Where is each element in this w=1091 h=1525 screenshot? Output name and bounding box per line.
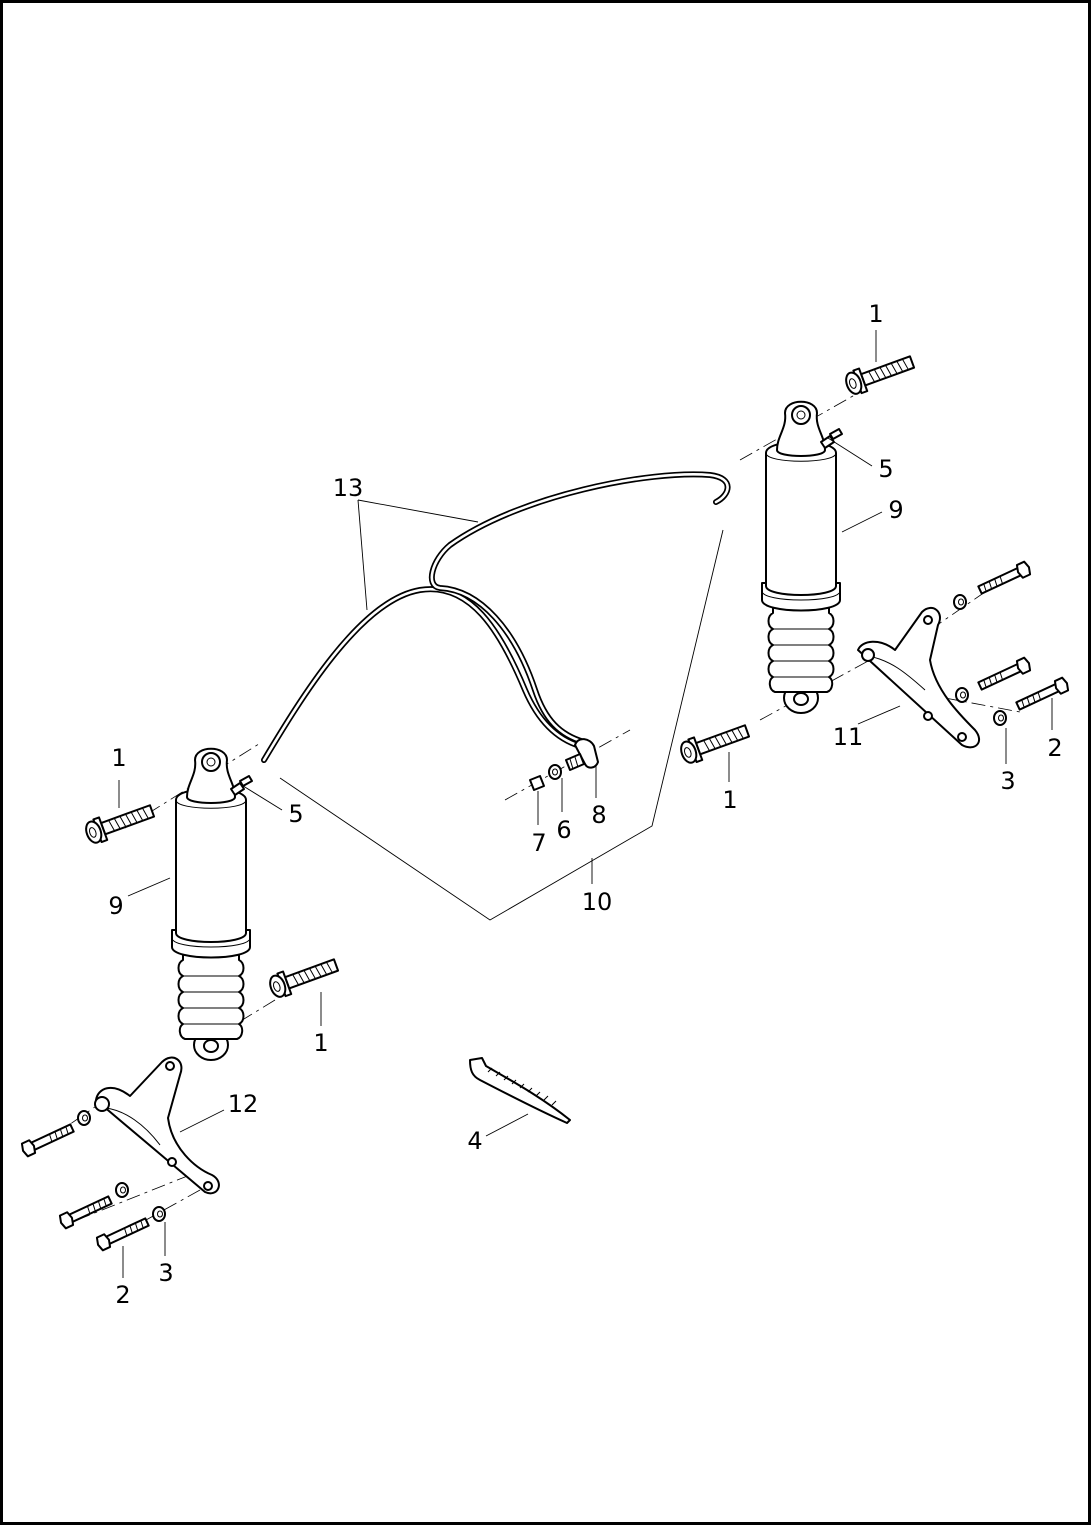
washer-right-middle bbox=[955, 687, 969, 703]
callout-numbers: 1 5 9 13 1 5 9 7 6 8 10 1 11 2 3 1 12 4 … bbox=[108, 300, 1062, 1309]
hex-bolt-left-upper bbox=[19, 1120, 76, 1159]
callout-3-left: 3 bbox=[158, 1259, 173, 1287]
callout-9-left: 9 bbox=[108, 892, 123, 920]
callout-12: 12 bbox=[228, 1090, 259, 1118]
right-mounting-bracket bbox=[857, 606, 981, 749]
callout-3-right: 3 bbox=[1000, 767, 1015, 795]
callout-9-right: 9 bbox=[888, 496, 903, 524]
hex-bolt-left-middle bbox=[57, 1192, 114, 1231]
callout-5-top-right: 5 bbox=[878, 455, 893, 483]
bolt-top-right bbox=[842, 349, 918, 398]
hex-bolt-left-lower bbox=[94, 1214, 151, 1253]
callout-2-left: 2 bbox=[115, 1281, 130, 1309]
callout-5-left: 5 bbox=[288, 800, 303, 828]
washer-left-upper bbox=[77, 1110, 91, 1126]
callout-1-right-lower: 1 bbox=[722, 786, 737, 814]
bolt-left-lower bbox=[266, 952, 342, 1001]
bolt-right-lower bbox=[677, 718, 753, 767]
hex-bolt-right-lower bbox=[1014, 675, 1071, 714]
callout-7: 7 bbox=[531, 829, 546, 857]
cable-strap bbox=[469, 1057, 571, 1124]
callout-4: 4 bbox=[467, 1127, 482, 1155]
left-mounting-bracket bbox=[94, 1056, 220, 1195]
callout-1-top-right: 1 bbox=[868, 300, 883, 328]
hex-bolt-right-upper bbox=[976, 559, 1033, 598]
callout-1-left: 1 bbox=[111, 744, 126, 772]
o-ring bbox=[548, 764, 562, 780]
callout-2-right: 2 bbox=[1047, 734, 1062, 762]
air-line-hoses bbox=[261, 471, 731, 763]
callout-1-left-lower: 1 bbox=[313, 1029, 328, 1057]
bolt-left-upper bbox=[82, 798, 158, 847]
elbow-fitting bbox=[565, 738, 599, 771]
callout-10: 10 bbox=[582, 888, 613, 916]
callout-13: 13 bbox=[333, 474, 364, 502]
right-shock-absorber bbox=[761, 400, 843, 714]
plug bbox=[529, 775, 545, 791]
washer-left-lower bbox=[152, 1206, 166, 1222]
washer-right-upper bbox=[953, 594, 967, 610]
callout-6: 6 bbox=[556, 816, 571, 844]
washer-left-middle bbox=[115, 1182, 129, 1198]
callout-leader-lines bbox=[118, 330, 1053, 1278]
washer-right-lower bbox=[993, 710, 1007, 726]
callout-11: 11 bbox=[833, 723, 864, 751]
left-shock-absorber bbox=[171, 747, 253, 1061]
callout-8: 8 bbox=[591, 801, 606, 829]
hex-bolt-right-middle bbox=[976, 655, 1033, 694]
